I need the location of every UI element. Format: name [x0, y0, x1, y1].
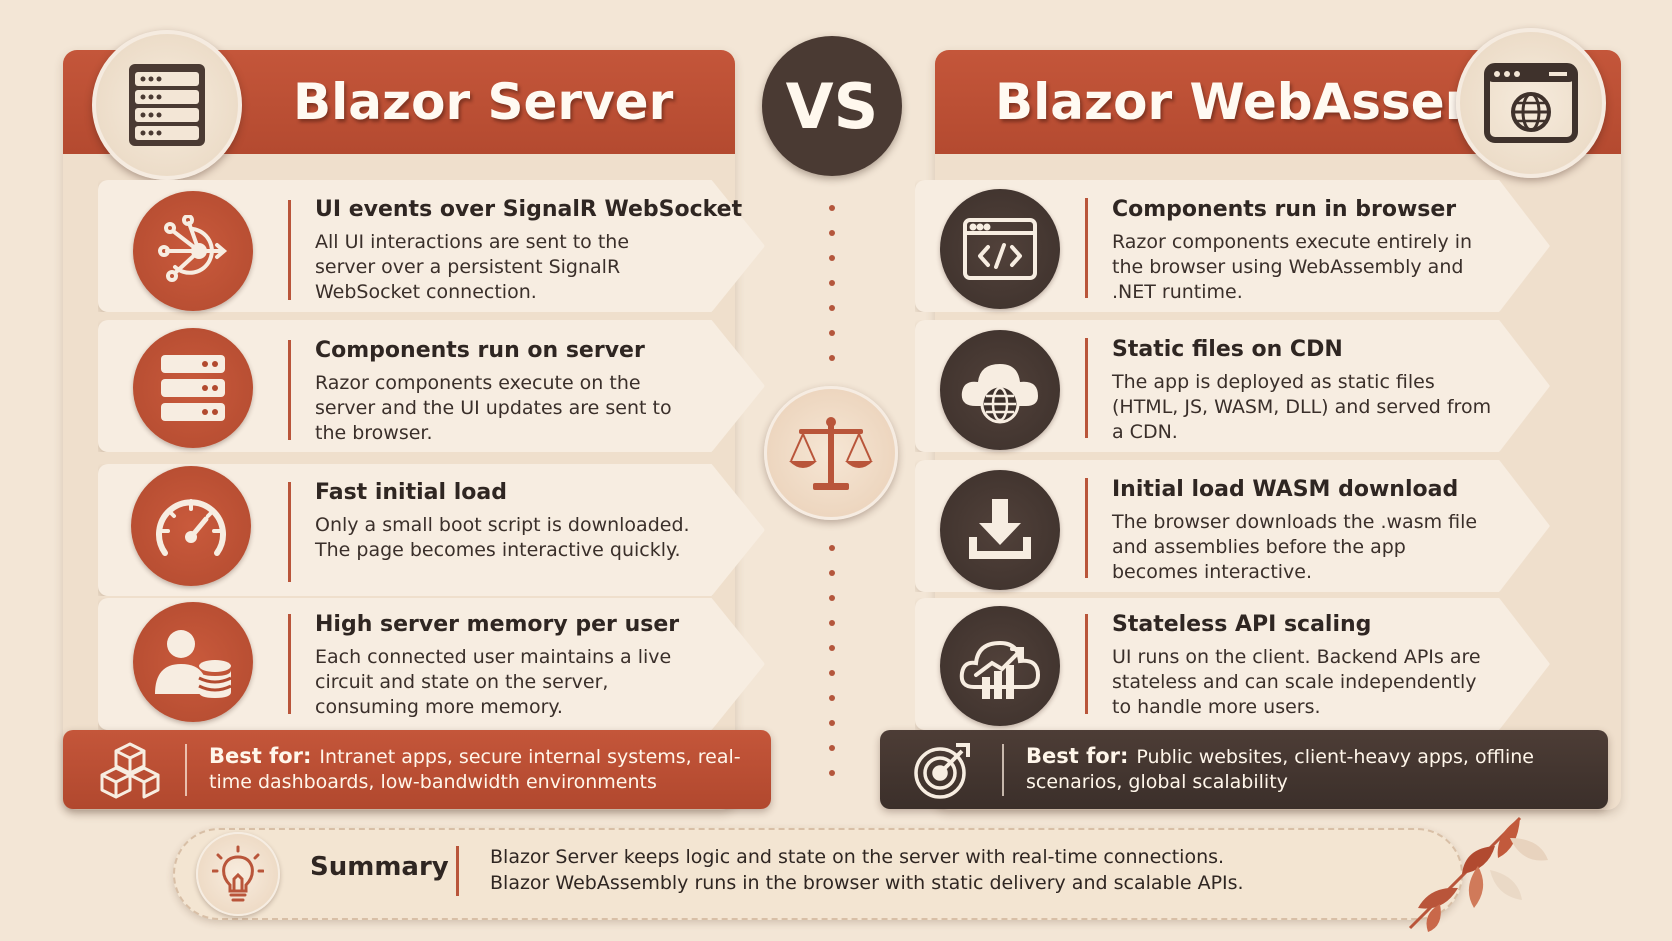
- blazor-server-title: Blazor Server: [293, 73, 674, 131]
- divider-dot: [829, 745, 835, 751]
- leaves-decoration-icon: [1400, 808, 1550, 937]
- divider-dot: [829, 645, 835, 651]
- card-description: The browser downloads the .wasm file and…: [1112, 511, 1478, 583]
- best-for-divider: [185, 744, 187, 796]
- card-divider: [288, 200, 291, 300]
- card-title: Components run on server: [315, 338, 645, 363]
- card-description: UI runs on the client. Backend APIs are …: [1112, 646, 1481, 718]
- left-best-for-bar: Best for:Intranet apps, secure internal …: [63, 730, 771, 809]
- divider-dot: [829, 305, 835, 311]
- summary-bar: [173, 828, 1463, 920]
- card-description: Razor components execute on the server a…: [315, 372, 672, 444]
- network-nodes-icon: [133, 191, 253, 311]
- vs-badge: VS: [762, 36, 902, 176]
- divider-dot: [829, 570, 835, 576]
- summary-text: Blazor Server keeps logic and state on t…: [490, 844, 1244, 896]
- divider-dot: [829, 595, 835, 601]
- cubes-icon: [99, 742, 161, 807]
- right-best-for-bar: Best for:Public websites, client-heavy a…: [880, 730, 1608, 809]
- card-description: Razor components execute entirely in the…: [1112, 231, 1473, 303]
- cloud-chart-icon: [940, 606, 1060, 726]
- divider-dot: [829, 205, 835, 211]
- user-database-icon: [133, 602, 253, 722]
- card-description: Only a small boot script is downloaded. …: [315, 514, 690, 561]
- best-for-text: Intranet apps, secure internal systems, …: [209, 746, 741, 793]
- server-rack-icon: [92, 30, 242, 180]
- card-divider: [288, 340, 291, 440]
- card-description: Each connected user maintains a live cir…: [315, 646, 672, 718]
- divider-dot: [829, 620, 835, 626]
- browser-globe-icon: [1456, 28, 1606, 178]
- card-title: Components run in browser: [1112, 197, 1457, 222]
- summary-line-2: Blazor WebAssembly runs in the browser w…: [490, 872, 1244, 894]
- divider-dot: [829, 255, 835, 261]
- card-title: Fast initial load: [315, 480, 507, 505]
- divider-dot: [829, 720, 835, 726]
- summary-title: Summary: [310, 852, 449, 882]
- target-icon: [912, 741, 972, 806]
- divider-dot: [829, 280, 835, 286]
- best-for-label: Best for:: [1026, 744, 1129, 768]
- card-title: Initial load WASM download: [1112, 477, 1459, 502]
- best-for-text: Public websites, client-heavy apps, offl…: [1026, 746, 1534, 793]
- card-description: All UI interactions are sent to the serv…: [315, 231, 630, 303]
- divider-dot: [829, 230, 835, 236]
- best-for-label: Best for:: [209, 744, 312, 768]
- cloud-globe-icon: [940, 330, 1060, 450]
- balance-scale-icon: [764, 386, 898, 520]
- card-description: The app is deployed as static files (HTM…: [1112, 371, 1492, 443]
- summary-divider: [456, 846, 459, 896]
- divider-dot: [829, 545, 835, 551]
- card-title: Static files on CDN: [1112, 337, 1343, 362]
- divider-dot: [829, 670, 835, 676]
- download-icon: [940, 470, 1060, 590]
- card-divider: [1085, 614, 1088, 714]
- speedometer-icon: [131, 466, 251, 586]
- best-for-divider: [1002, 744, 1004, 796]
- divider-dot: [829, 355, 835, 361]
- card-title: High server memory per user: [315, 612, 680, 637]
- divider-dot: [829, 695, 835, 701]
- code-window-icon: [940, 189, 1060, 309]
- lightbulb-icon: [196, 832, 280, 916]
- card-divider: [1085, 478, 1088, 578]
- divider-dot: [829, 330, 835, 336]
- card-divider: [1085, 198, 1088, 298]
- card-title: Stateless API scaling: [1112, 612, 1372, 637]
- card-divider: [1085, 338, 1088, 438]
- card-title: UI events over SignalR WebSocket: [315, 197, 743, 222]
- server-stack-icon: [133, 328, 253, 448]
- summary-line-1: Blazor Server keeps logic and state on t…: [490, 846, 1225, 868]
- divider-dot: [829, 770, 835, 776]
- card-divider: [288, 614, 291, 714]
- card-divider: [288, 482, 291, 582]
